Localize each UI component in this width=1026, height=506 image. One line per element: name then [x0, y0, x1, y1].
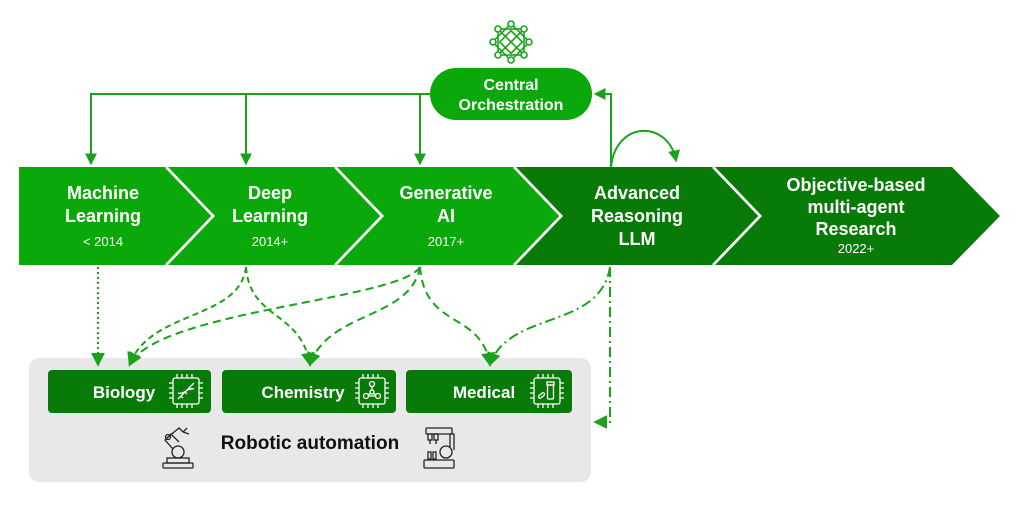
robotic-automation-label: Robotic automation: [221, 433, 399, 454]
curved-arrow-to-next-stage: [610, 129, 680, 168]
stage-label-deep-learning-2: Learning: [232, 206, 308, 226]
stage-year-generative-ai: 2017+: [428, 234, 465, 249]
stage-label-advanced-reasoning-3: LLM: [619, 229, 656, 249]
stage-chevron-generative-ai[interactable]: [337, 167, 561, 265]
molecule-chip-icon: [355, 374, 389, 408]
connector-reasoning-medical: [487, 266, 611, 367]
stage-year-machine-learning: < 2014: [83, 234, 123, 249]
domain-label-medical: Medical: [453, 383, 515, 402]
domain-medical[interactable]: Medical: [406, 370, 572, 413]
stage-chevron-machine-learning[interactable]: [19, 167, 213, 265]
domain-chemistry[interactable]: Chemistry: [222, 370, 396, 413]
central-orchestration-node[interactable]: Central Orchestration: [430, 68, 592, 120]
arrow-to-machine-learning: [85, 93, 430, 166]
network-node-icon: [489, 20, 533, 64]
stage-year-multi-agent: 2022+: [838, 241, 875, 256]
stage-timeline: Machine Learning < 2014 Deep Learning 20…: [19, 166, 1000, 266]
domain-label-chemistry: Chemistry: [261, 383, 345, 402]
orchestration-label-line2: Orchestration: [459, 97, 564, 114]
connector-genai-chemistry: [307, 266, 421, 367]
dna-chip-icon: [169, 374, 203, 408]
stage-label-machine-learning-2: Learning: [65, 206, 141, 226]
stage-label-multi-agent-3: Research: [815, 219, 896, 239]
stage-chevron-multi-agent[interactable]: [715, 167, 1000, 265]
stage-label-deep-learning-1: Deep: [248, 183, 292, 203]
stage-label-generative-ai-2: AI: [437, 206, 455, 226]
connector-genai-biology: [128, 266, 421, 367]
stage-label-machine-learning-1: Machine: [67, 183, 139, 203]
stage-to-domain-connectors: [91, 266, 611, 429]
connector-reasoning-robotics: [593, 267, 611, 429]
orchestration-label-line1: Central: [483, 77, 538, 94]
lab-robot-icon: [423, 427, 455, 469]
stage-chevron-deep-learning[interactable]: [168, 167, 382, 265]
robot-arm-icon: [162, 427, 194, 469]
domain-biology[interactable]: Biology: [48, 370, 211, 413]
feedback-arrow-to-orchestration: [593, 88, 612, 167]
orchestration-distribution-arrows: [85, 88, 680, 168]
stage-label-generative-ai-1: Generative: [399, 183, 492, 203]
stage-label-advanced-reasoning-2: Reasoning: [591, 206, 683, 226]
domain-label-biology: Biology: [93, 383, 156, 402]
stage-label-advanced-reasoning-1: Advanced: [594, 183, 680, 203]
stage-label-multi-agent-2: multi-agent: [808, 197, 905, 217]
stage-chevron-advanced-reasoning[interactable]: [516, 167, 760, 265]
stage-label-multi-agent-1: Objective-based: [786, 175, 925, 195]
pill-bottle-chip-icon: [530, 374, 564, 408]
stage-year-deep-learning: 2014+: [252, 234, 289, 249]
connector-genai-medical: [419, 266, 495, 367]
connector-dl-biology: [127, 266, 247, 367]
connector-dl-chemistry: [245, 266, 315, 367]
